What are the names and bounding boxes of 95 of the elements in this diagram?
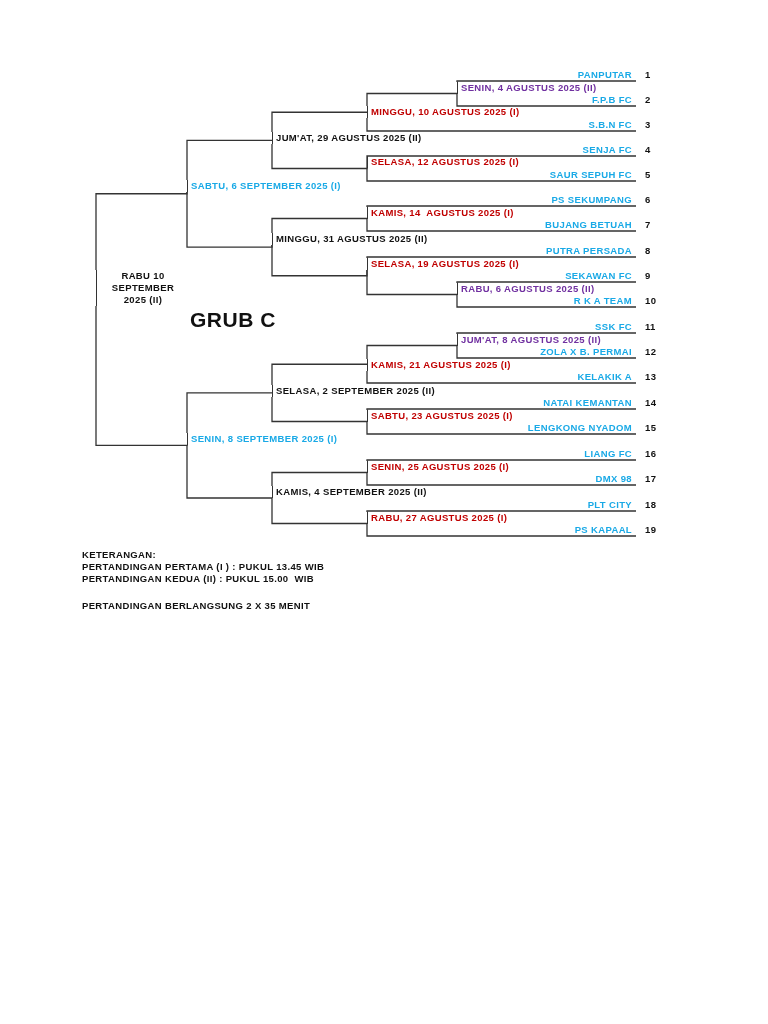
bracket-line <box>271 111 368 133</box>
bracket-line <box>456 345 637 359</box>
match-date: SENIN, 4 AGUSTUS 2025 (II) <box>457 82 597 94</box>
team-name: PS KAPAAL <box>574 524 636 536</box>
team-name: KELAKIK A <box>577 371 636 383</box>
team-name: DMX 98 <box>595 473 636 485</box>
team-name: PS SEKUMPANG <box>551 194 636 206</box>
bracket-line <box>456 294 637 308</box>
bracket-line <box>456 80 637 83</box>
bracket-line <box>366 92 458 107</box>
team-name: SENJA FC <box>582 144 636 156</box>
bracket-line <box>271 217 368 234</box>
team-name: SEKAWAN FC <box>565 270 636 282</box>
bracket-line <box>95 191 188 271</box>
seed-number: 8 <box>645 245 651 257</box>
match-date: KAMIS, 4 SEPTEMBER 2025 (II) <box>272 486 427 498</box>
bracket-line <box>366 205 637 208</box>
seed-number: 14 <box>645 397 657 409</box>
bracket-line <box>366 459 637 462</box>
seed-number: 2 <box>645 94 651 106</box>
match-date: MINGGU, 31 AGUSTUS 2025 (II) <box>272 233 428 245</box>
match-date: KAMIS, 14 AGUSTUS 2025 (I) <box>367 207 514 219</box>
seed-number: 3 <box>645 119 651 131</box>
match-date: SENIN, 25 AGUSTUS 2025 (I) <box>367 461 510 473</box>
seed-number: 19 <box>645 524 657 536</box>
bracket-line <box>366 117 637 132</box>
bracket-line <box>366 523 637 537</box>
seed-number: 9 <box>645 270 651 282</box>
seed-number: 13 <box>645 371 657 383</box>
bracket-line <box>271 363 368 386</box>
team-name: PUTRA PERSADA <box>546 245 636 257</box>
team-name: LIANG FC <box>584 448 636 460</box>
bracket-line <box>271 497 368 525</box>
match-date: SENIN, 8 SEPTEMBER 2025 (I) <box>187 433 338 445</box>
bracket-line <box>366 510 637 513</box>
seed-number: 1 <box>645 69 651 81</box>
seed-number: 6 <box>645 194 651 206</box>
bracket-line <box>271 396 368 423</box>
bracket-line <box>366 408 637 411</box>
bracket-line <box>186 392 273 434</box>
team-name: ZOLA X B. PERMAI <box>540 346 636 358</box>
seed-number: 18 <box>645 499 657 511</box>
seed-number: 16 <box>645 448 657 460</box>
seed-number: 4 <box>645 144 651 156</box>
note-text: PERTANDINGAN BERLANGSUNG 2 X 35 MENIT <box>82 600 311 612</box>
match-date: KAMIS, 21 AGUSTUS 2025 (I) <box>367 359 511 371</box>
team-name: PLT CITY <box>587 499 636 511</box>
seed-number: 5 <box>645 169 651 181</box>
team-name: SAUR SEPUH FC <box>549 169 636 181</box>
match-date: RABU, 27 AGUSTUS 2025 (I) <box>367 512 508 524</box>
match-date: MINGGU, 10 AGUSTUS 2025 (I) <box>367 106 520 118</box>
note-text: PERTANDINGAN KEDUA (II) : PUKUL 15.00 WIB <box>82 573 314 585</box>
bracket-line <box>366 218 637 232</box>
match-date: JUM'AT, 29 AGUSTUS 2025 (II) <box>272 132 422 144</box>
seed-number: 12 <box>645 346 657 358</box>
match-date: SELASA, 12 AGUSTUS 2025 (I) <box>367 156 519 168</box>
bracket-line <box>366 472 637 486</box>
team-name: BUJANG BETUAH <box>545 219 636 231</box>
match-date: SELASA, 2 SEPTEMBER 2025 (II) <box>272 385 436 397</box>
match-date: RABU 10 SEPTEMBER 2025 (II) <box>96 270 185 306</box>
bracket-line <box>186 191 273 248</box>
match-date: RABU, 6 AGUSTUS 2025 (II) <box>457 283 595 295</box>
bracket-line <box>366 344 458 360</box>
team-name: R K A TEAM <box>573 295 636 307</box>
team-name: NATAI KEMANTAN <box>543 397 636 409</box>
seed-number: 17 <box>645 473 657 485</box>
bracket-line <box>366 155 637 169</box>
bracket-line <box>456 93 637 107</box>
match-date: SABTU, 6 SEPTEMBER 2025 (I) <box>187 180 341 192</box>
bracket-line <box>186 444 273 499</box>
match-date: SELASA, 19 AGUSTUS 2025 (I) <box>367 258 519 270</box>
match-date: JUM'AT, 8 AGUSTUS 2025 (II) <box>457 334 601 346</box>
bracket-line <box>366 167 637 182</box>
bracket-line <box>366 256 637 259</box>
match-date: SABTU, 23 AGUSTUS 2025 (I) <box>367 410 513 422</box>
bracket-line <box>271 143 368 170</box>
bracket-line <box>456 332 637 335</box>
bracket-line <box>366 421 637 435</box>
team-name: PANPUTAR <box>577 69 636 81</box>
team-name: SSK FC <box>595 321 636 333</box>
seed-number: 15 <box>645 422 657 434</box>
team-name: LENGKONG NYADOM <box>527 422 636 434</box>
bracket-line <box>366 370 637 384</box>
team-name: F.P.B FC <box>591 94 636 106</box>
seed-number: 10 <box>645 295 657 307</box>
seed-number: 7 <box>645 219 651 231</box>
seed-number: 11 <box>645 321 656 333</box>
bracket-line <box>271 471 368 487</box>
bracket-line <box>95 305 188 447</box>
note-text: PERTANDINGAN PERTAMA (I ) : PUKUL 13.45 WIB <box>82 561 325 573</box>
group-title: GRUB C <box>190 308 276 332</box>
note-text: KETERANGAN: <box>82 549 157 561</box>
bracket-line <box>186 139 273 181</box>
bracket-line <box>456 281 637 284</box>
team-name: S.B.N FC <box>588 119 636 131</box>
